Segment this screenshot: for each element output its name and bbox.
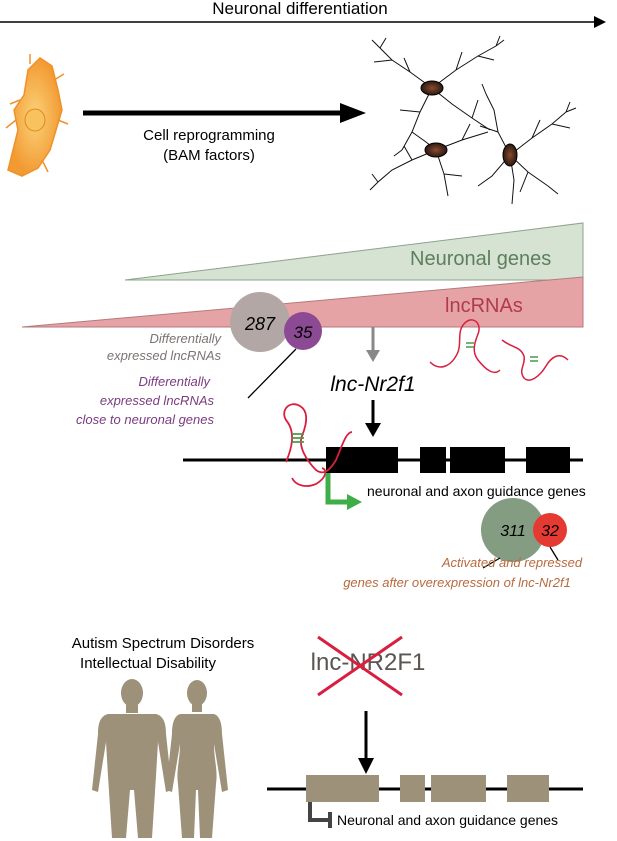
activated-bubble [481,498,545,562]
de-lncrnas-bubble [230,292,290,352]
lncrna-bound-hairpin [283,403,353,487]
lncrnas-label: lncRNAs [445,295,523,317]
repressed-leader [549,546,559,561]
reprogramming-label-1: Cell reprogramming [143,127,275,144]
exon-4 [526,447,570,473]
near-neuronal-label-3: close to neuronal genes [76,412,215,427]
neuron-soma-1 [420,80,444,96]
knockout-cross-2 [317,635,403,697]
neuronal-genes-label: Neuronal genes [410,248,551,270]
activated-count: 311 [500,523,526,540]
reprogramming-arrowhead [340,103,366,123]
repressed-bubble [533,513,567,547]
targets-caption-2: genes after overexpression of lnc-Nr2f1 [343,575,571,590]
lncrna-hairpin-1 [429,319,501,374]
disease-target-label: Neuronal and axon guidance genes [337,812,558,828]
disease-label-1: Autism Spectrum Disorders [72,635,255,652]
repressed-count: 32 [541,523,559,540]
near-neuronal-label-2: expressed lncRNAs [100,393,215,408]
targets-caption-1: Activated and repressed [441,555,583,570]
regulation-arrowhead [365,423,381,437]
de-lncrnas-label-2: expressed lncRNAs [107,348,222,363]
exon-3 [450,447,505,473]
header-title: Neuronal differentiation [212,0,387,18]
neuron-soma-2 [424,142,448,158]
promoter-arrowhead-active [347,494,362,510]
female-human-figure [166,680,228,838]
promoter-inactive [308,802,330,822]
disease-label-2: Intellectual Disability [80,655,216,672]
exon-2-2 [400,775,425,802]
exon-2-3 [431,775,486,802]
exon-1 [326,447,398,473]
differentiation-arrowhead [594,16,606,28]
de-lncrnas-label-1: Differentially [149,331,222,346]
male-human-figure [92,679,172,838]
neuronal-genes-wedge [124,222,584,281]
near-neuronal-label-1: Differentially [138,374,211,389]
exon-2 [420,447,446,473]
loss-arrowhead [358,758,374,774]
selection-arrowhead [366,350,380,362]
near-neuronal-count: 35 [294,323,313,342]
near-neuronal-bubble [284,312,322,350]
lnc-nr2f1-title: lnc-Nr2f1 [330,373,415,396]
neurons-drawing [369,35,577,205]
reprogramming-label-2: (BAM factors) [163,147,255,164]
de-lncrnas-count: 287 [244,314,276,334]
fibroblast-cell [5,54,69,177]
neuron-soma-3 [502,143,518,167]
near-neuronal-leader [247,348,297,399]
promoter-arrow-active [325,473,350,505]
lncrna-hairpin-2 [501,339,569,381]
target-genes-label: neuronal and axon guidance genes [367,483,586,499]
exon-2-4 [507,775,549,802]
activated-leader [482,557,501,569]
exon-2-1 [306,775,379,802]
